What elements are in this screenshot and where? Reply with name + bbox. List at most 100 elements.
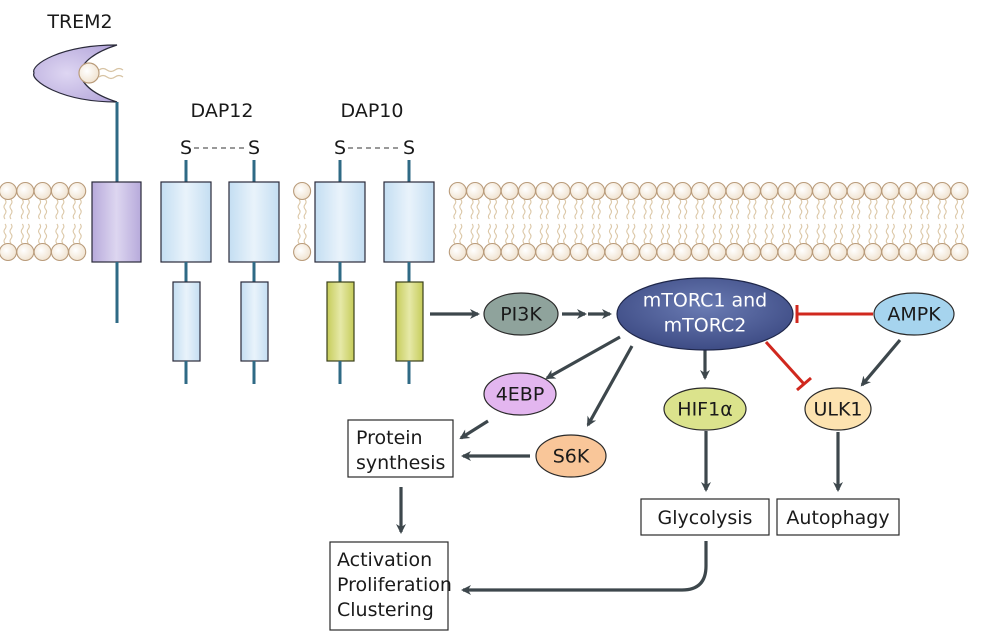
svg-text:Proliferation: Proliferation	[337, 574, 452, 596]
svg-text:HIF1α: HIF1α	[677, 399, 732, 421]
lipid-head	[656, 181, 675, 201]
lipid-head	[898, 181, 917, 201]
svg-text:PI3K: PI3K	[500, 304, 542, 326]
lipid-head	[725, 242, 744, 262]
trem2-ligand-binding-domain	[33, 44, 118, 103]
lipid-head	[933, 242, 952, 262]
lipid-head	[0, 181, 18, 201]
svg-text:mTORC1 and: mTORC1 and	[643, 290, 767, 312]
lipid-head	[68, 181, 87, 201]
lipid-head	[950, 181, 969, 201]
lipid-head	[33, 181, 52, 201]
lipid-head	[0, 242, 18, 262]
lipid-head	[742, 242, 761, 262]
svg-text:AMPK: AMPK	[887, 304, 941, 326]
dap12-itam-domain	[240, 281, 269, 362]
sulfur-label: S	[248, 137, 260, 159]
trem2-label: TREM2	[46, 11, 112, 33]
lipid-head	[587, 181, 606, 201]
svg-text:Activation: Activation	[337, 549, 432, 571]
cell-membrane	[0, 181, 969, 262]
lipid-head	[500, 181, 519, 201]
svg-text:Protein: Protein	[356, 427, 423, 449]
lipid-head	[794, 242, 813, 262]
s6k-node: S6K	[535, 434, 607, 478]
sulfur-label: S	[403, 137, 415, 159]
lipid-head	[535, 242, 554, 262]
lipid-head	[569, 242, 588, 262]
svg-text:mTORC2: mTORC2	[664, 315, 747, 337]
lipid-head	[33, 242, 52, 262]
inhibition-lines	[764, 305, 873, 392]
lipid-head	[604, 181, 623, 201]
4ebp-node: 4EBP	[483, 372, 557, 416]
lipid-head	[448, 181, 467, 201]
lipid-head	[517, 242, 537, 262]
lipid-head	[690, 242, 710, 262]
lipid-head	[621, 181, 640, 201]
trem2-transmembrane-domain	[91, 181, 142, 263]
lipid-head	[466, 242, 485, 262]
lipid-head	[794, 181, 813, 201]
dap12-itam-domain	[172, 281, 201, 362]
lipid-head	[881, 242, 900, 262]
lipid-head	[915, 242, 934, 262]
inhibit-mtorc-ulk1	[764, 340, 806, 386]
lipid-head	[863, 181, 883, 201]
svg-text:synthesis: synthesis	[356, 452, 445, 474]
lipid-head	[639, 181, 658, 201]
dap10-yinm-domain	[326, 281, 355, 362]
lipid-head	[552, 242, 571, 262]
lipid-head	[725, 181, 744, 201]
dap10-label: DAP10	[341, 100, 404, 122]
lipid-head	[604, 242, 623, 262]
lipid-head	[68, 242, 87, 262]
signaling-nodes: PI3K mTORC1 and mTORC2 AMPK 4EBP S6K HIF…	[483, 277, 955, 478]
lipid-head	[673, 242, 692, 262]
ulk1-node: ULK1	[804, 387, 872, 431]
lipid-ligand-icon	[78, 62, 100, 84]
lipid-head	[293, 242, 312, 262]
lipid-head	[863, 242, 883, 262]
lipid-head	[517, 181, 537, 201]
lipid-head	[50, 181, 69, 201]
lipid-head	[587, 242, 606, 262]
lipid-head	[812, 181, 831, 201]
glycolysis-box: Glycolysis	[640, 498, 770, 536]
lipid-head	[293, 181, 312, 201]
lipid-head	[708, 181, 727, 201]
arrow-ampk-to-ulk1	[860, 338, 902, 387]
protein-synthesis-box: Protein synthesis	[347, 419, 454, 478]
sulfur-label: S	[334, 137, 346, 159]
lipid-head	[846, 242, 865, 262]
lipid-head	[466, 181, 485, 201]
lipid-head	[915, 181, 934, 201]
cell-response-box: Activation Proliferation Clustering	[329, 541, 452, 631]
lipid-head	[777, 242, 796, 262]
lipid-head	[846, 181, 865, 201]
lipid-head	[812, 242, 831, 262]
lipid-head	[760, 242, 779, 262]
dap12-adaptor: DAP12 S S	[160, 100, 280, 384]
lipid-head	[673, 181, 692, 201]
svg-text:S6K: S6K	[553, 446, 590, 468]
lipid-head	[552, 181, 571, 201]
lipid-head	[829, 242, 848, 262]
pi3k-node: PI3K	[483, 292, 559, 336]
lipid-head	[16, 242, 35, 262]
lipid-head	[448, 242, 467, 262]
activation-arrows	[396, 309, 902, 595]
lipid-head	[881, 181, 900, 201]
trem2-receptor: TREM2	[33, 11, 142, 323]
arrow-4ebp-to-protein-synthesis	[459, 419, 489, 440]
autophagy-box: Autophagy	[776, 498, 900, 536]
lipid-head	[950, 242, 969, 262]
lipid-head	[569, 181, 588, 201]
mtorc-node: mTORC1 and mTORC2	[616, 277, 794, 351]
dap10-adaptor: DAP10 S S	[314, 100, 435, 384]
lipid-head	[933, 181, 952, 201]
lipid-head	[898, 242, 917, 262]
lipid-head	[50, 242, 69, 262]
lipid-head	[535, 181, 554, 201]
